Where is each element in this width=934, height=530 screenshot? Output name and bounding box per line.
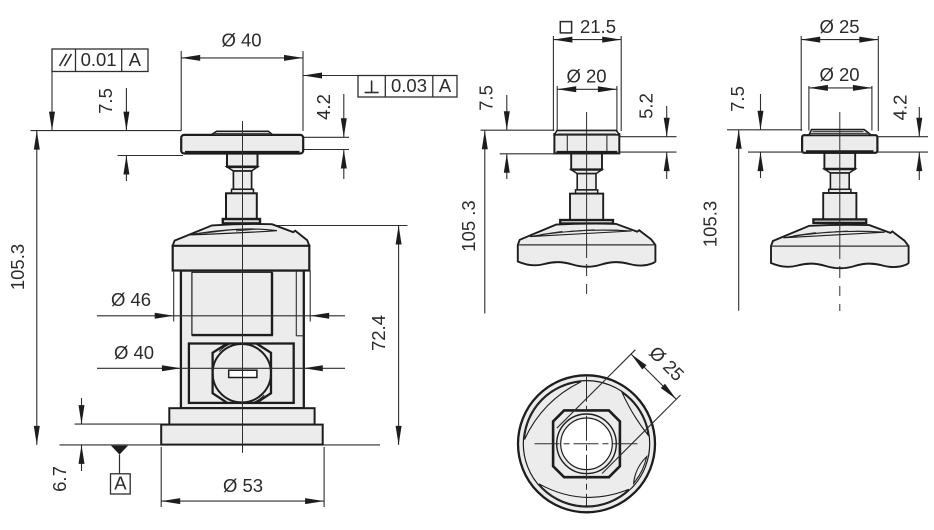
svg-text:105.3: 105.3 [7, 244, 28, 290]
svg-text:105 .3: 105 .3 [458, 200, 479, 251]
svg-text:5.2: 5.2 [636, 93, 657, 119]
svg-text:7.5: 7.5 [95, 88, 116, 114]
svg-text:0.03: 0.03 [391, 75, 427, 96]
svg-text:0.01: 0.01 [81, 49, 117, 70]
svg-text:Ø 25: Ø 25 [819, 16, 859, 37]
svg-text:Ø 20: Ø 20 [819, 64, 859, 85]
svg-text:Ø 40: Ø 40 [221, 30, 261, 51]
svg-text:Ø 46: Ø 46 [111, 289, 151, 310]
svg-text:Ø 53: Ø 53 [223, 475, 263, 496]
svg-text:Ø 25: Ø 25 [645, 342, 688, 385]
svg-text:6.7: 6.7 [49, 466, 70, 492]
svg-text:Ø 20: Ø 20 [566, 66, 606, 87]
svg-text:A: A [114, 473, 127, 494]
svg-text:4.2: 4.2 [313, 94, 334, 120]
svg-text:21.5: 21.5 [580, 16, 616, 37]
svg-text:A: A [129, 49, 142, 70]
svg-text:72.4: 72.4 [368, 315, 389, 351]
svg-text:7.5: 7.5 [476, 85, 497, 111]
svg-text:A: A [439, 75, 452, 96]
svg-text:Ø 40: Ø 40 [114, 342, 154, 363]
svg-text:4.2: 4.2 [890, 95, 911, 121]
svg-text:7.5: 7.5 [727, 86, 748, 112]
svg-text:105.3: 105.3 [700, 201, 721, 247]
